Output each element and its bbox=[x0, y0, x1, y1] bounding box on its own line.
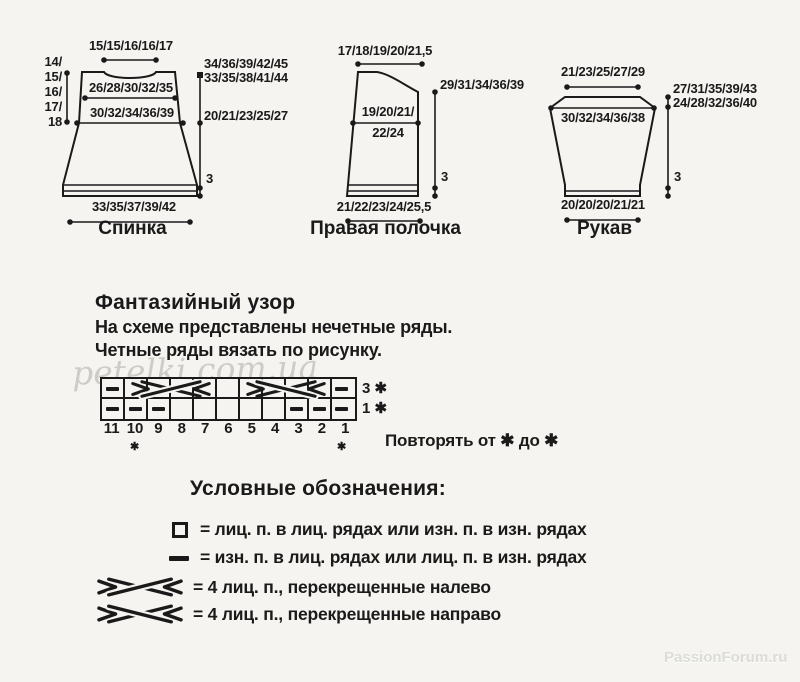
knit-square-icon bbox=[172, 522, 188, 538]
front-measure-lines bbox=[348, 63, 436, 222]
sleeve-measure-dots bbox=[548, 84, 671, 223]
legend-item-knit-text: = лиц. п. в лиц. рядах или изн. п. в изн… bbox=[200, 519, 587, 539]
front-bottom-width: 21/22/23/24/25,5 bbox=[336, 199, 432, 214]
legend-item-cable-left-text: = 4 лиц. п., перекрещенные налево bbox=[193, 577, 491, 597]
back-measure-dots bbox=[64, 57, 203, 225]
chart-cell-r3-c7 bbox=[194, 379, 217, 399]
back-hem-height: 3 bbox=[206, 171, 214, 186]
sleeve-outline bbox=[548, 96, 657, 197]
back-top-width: 15/15/16/16/17 bbox=[89, 38, 173, 53]
chart-cell-r3-c1-purl bbox=[332, 379, 355, 399]
sleeve-schematic bbox=[548, 84, 671, 223]
sleeve-bottom-width: 20/20/20/21/21 bbox=[561, 197, 645, 212]
watermark-passionforum: PassionForum.ru bbox=[664, 649, 788, 666]
back-armhole-depth: 20/21/23/25/27 bbox=[204, 108, 288, 123]
back-chest-width: 26/28/30/32/35 bbox=[89, 80, 173, 95]
purl-dash-icon bbox=[106, 387, 119, 391]
back-outline bbox=[62, 71, 198, 197]
front-mid-width-1: 19/20/21/ bbox=[361, 104, 415, 119]
chart-cell-r1-c8-knit bbox=[171, 399, 194, 419]
stitch-chart-grid bbox=[100, 377, 357, 421]
chart-cell-r3-c2 bbox=[309, 379, 332, 399]
pattern-note-2: Четные ряды вязать по рисунку. bbox=[95, 340, 382, 360]
sleeve-upper-width: 30/32/34/36/38 bbox=[561, 110, 645, 125]
back-right-measure-2: 33/35/38/41/44 bbox=[204, 70, 288, 85]
back-right-measure-1: 34/36/39/42/45 bbox=[204, 56, 288, 71]
purl-dash-icon bbox=[129, 407, 142, 411]
back-measure-lines bbox=[66, 59, 201, 223]
purl-dash-icon bbox=[290, 407, 303, 411]
repeat-star-right: ✱ bbox=[337, 441, 347, 453]
front-top-width: 17/18/19/20/21,5 bbox=[337, 43, 433, 58]
chart-cell-r3-c11-purl bbox=[102, 379, 125, 399]
chart-cell-r1-c2-purl bbox=[309, 399, 332, 419]
chart-cell-r1-c10-purl bbox=[125, 399, 148, 419]
chart-cell-r1-c3-purl bbox=[286, 399, 309, 419]
chart-row-label-3: 3 ✱ bbox=[362, 380, 388, 397]
cable-right-icon bbox=[97, 602, 183, 626]
chart-cell-r1-c4-knit bbox=[263, 399, 286, 419]
chart-cell-r1-c5-knit bbox=[240, 399, 263, 419]
back-piece-title: Спинка bbox=[98, 218, 167, 239]
purl-dash-icon bbox=[106, 407, 119, 411]
back-side-height: 14/ 15/ 16/ 17/ 18 bbox=[44, 54, 63, 129]
sleeve-hem-height: 3 bbox=[674, 169, 682, 184]
sleeve-right-measure-2: 24/28/32/36/40 bbox=[673, 95, 757, 110]
purl-dash-icon bbox=[169, 556, 189, 561]
cable-left-icon bbox=[131, 379, 211, 399]
chart-row-label-1: 1 ✱ bbox=[362, 400, 388, 417]
front-measure-dots bbox=[345, 61, 438, 224]
front-piece-schematic bbox=[345, 61, 438, 224]
chart-cell-r1-c9-purl bbox=[148, 399, 171, 419]
purl-dash-icon bbox=[152, 407, 165, 411]
purl-dash-icon bbox=[335, 407, 348, 411]
chart-cell-r3-c6-knit bbox=[217, 379, 240, 399]
chart-cell-r1-c7-knit bbox=[194, 399, 217, 419]
back-lower-width: 30/32/34/36/39 bbox=[90, 105, 174, 120]
sleeve-measure-lines bbox=[551, 86, 669, 221]
chart-cell-r1-c1-purl bbox=[332, 399, 355, 419]
front-piece-title: Правая полочка bbox=[310, 218, 461, 239]
front-hem-height: 3 bbox=[441, 169, 449, 184]
chart-cell-r1-c11-purl bbox=[102, 399, 125, 419]
chart-cell-r1-c6-knit bbox=[217, 399, 240, 419]
back-bottom-width: 33/35/37/39/42 bbox=[92, 199, 176, 214]
front-outline bbox=[345, 71, 419, 197]
back-hem-line bbox=[63, 184, 197, 192]
sleeve-right-measure-1: 27/31/35/39/43 bbox=[673, 81, 757, 96]
front-side-height: 29/31/34/36/39 bbox=[440, 77, 524, 92]
legend-item-purl-text: = изн. п. в лиц. рядах или лиц. п. в изн… bbox=[200, 547, 587, 567]
legend-item-cable-right-text: = 4 лиц. п., перекрещенные направо bbox=[193, 604, 501, 624]
purl-dash-icon bbox=[335, 387, 348, 391]
purl-dash-icon bbox=[313, 407, 326, 411]
pattern-note-1: На схеме представлены нечетные ряды. bbox=[95, 317, 453, 337]
repeat-star-left: ✱ bbox=[130, 441, 140, 453]
sleeve-top-width: 21/23/25/27/29 bbox=[561, 64, 645, 79]
pattern-title: Фантазийный узор bbox=[95, 291, 296, 314]
front-hem-line bbox=[348, 184, 418, 192]
sleeve-piece-title: Рукав bbox=[577, 218, 632, 239]
legend-heading: Условные обозначения: bbox=[190, 477, 446, 500]
back-piece-schematic bbox=[62, 57, 203, 225]
front-mid-width-2: 22/24 bbox=[372, 125, 404, 140]
cable-left-icon bbox=[97, 575, 183, 599]
repeat-note: Повторять от ✱ до ✱ bbox=[385, 431, 559, 450]
cable-right-icon bbox=[246, 379, 326, 399]
